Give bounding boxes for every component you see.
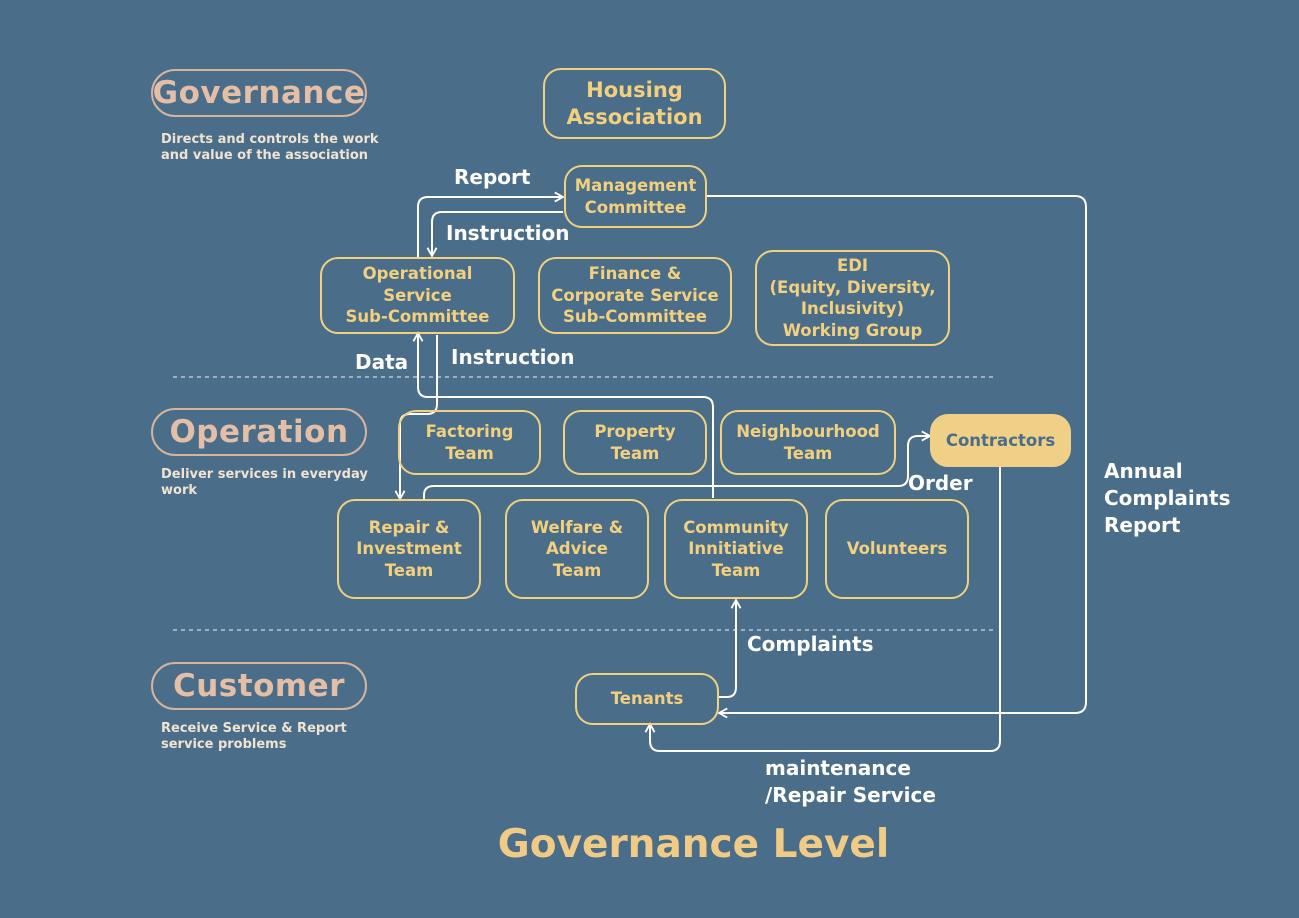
label-instruction: Instruction (446, 221, 570, 245)
label-data: Data (355, 350, 409, 374)
level-operation-description: Deliver services in everyday work (161, 467, 368, 498)
node-contractors: Contractors (930, 414, 1071, 467)
node-factoring-team: Factoring Team (398, 410, 541, 475)
label-report: Report (454, 165, 531, 189)
node-operational-service-sub-committee: Operational Service Sub-Committee (320, 257, 515, 334)
level-governance-description: Directs and controls the work and value … (161, 132, 379, 163)
label-order: Order (908, 471, 973, 495)
level-customer: Customer (151, 662, 367, 710)
level-governance: Governance (151, 69, 367, 117)
node-volunteers: Volunteers (825, 499, 969, 599)
level-customer-description: Receive Service & Report service problem… (161, 721, 347, 752)
label-instruction-repair: Instruction (451, 345, 575, 369)
label-maintenance-repair-service: maintenance /Repair Service (765, 756, 936, 807)
node-edi-working-group: EDI (Equity, Diversity, Inclusivity) Wor… (755, 250, 950, 346)
order-arrow (423, 436, 930, 499)
maintenance-arrow (650, 466, 1001, 752)
data-arrow (418, 333, 714, 498)
node-management-committee: Management Committee (564, 165, 707, 228)
node-neighbourhood-team: Neighbourhood Team (720, 410, 896, 475)
complaints-arrow (719, 600, 736, 698)
node-welfare-advice-team: Welfare & Advice Team (505, 499, 649, 599)
annual-report-arrow (706, 195, 1087, 713)
node-repair-investment-team: Repair & Investment Team (337, 499, 481, 599)
instruction-arrow (432, 211, 563, 256)
label-complaints: Complaints (747, 632, 874, 656)
level-operation: Operation (151, 408, 367, 456)
diagram-title: Governance Level (497, 822, 890, 867)
node-tenants: Tenants (575, 673, 719, 725)
report-arrow (417, 197, 563, 257)
node-finance-corporate-sub-committee: Finance & Corporate Service Sub-Committe… (538, 257, 732, 334)
node-community-initiative-team: Community Innitiative Team (664, 499, 808, 599)
node-property-team: Property Team (563, 410, 707, 475)
label-annual-complaints-report: Annual Complaints Report (1104, 459, 1231, 537)
node-housing-association: Housing Association (543, 68, 726, 139)
